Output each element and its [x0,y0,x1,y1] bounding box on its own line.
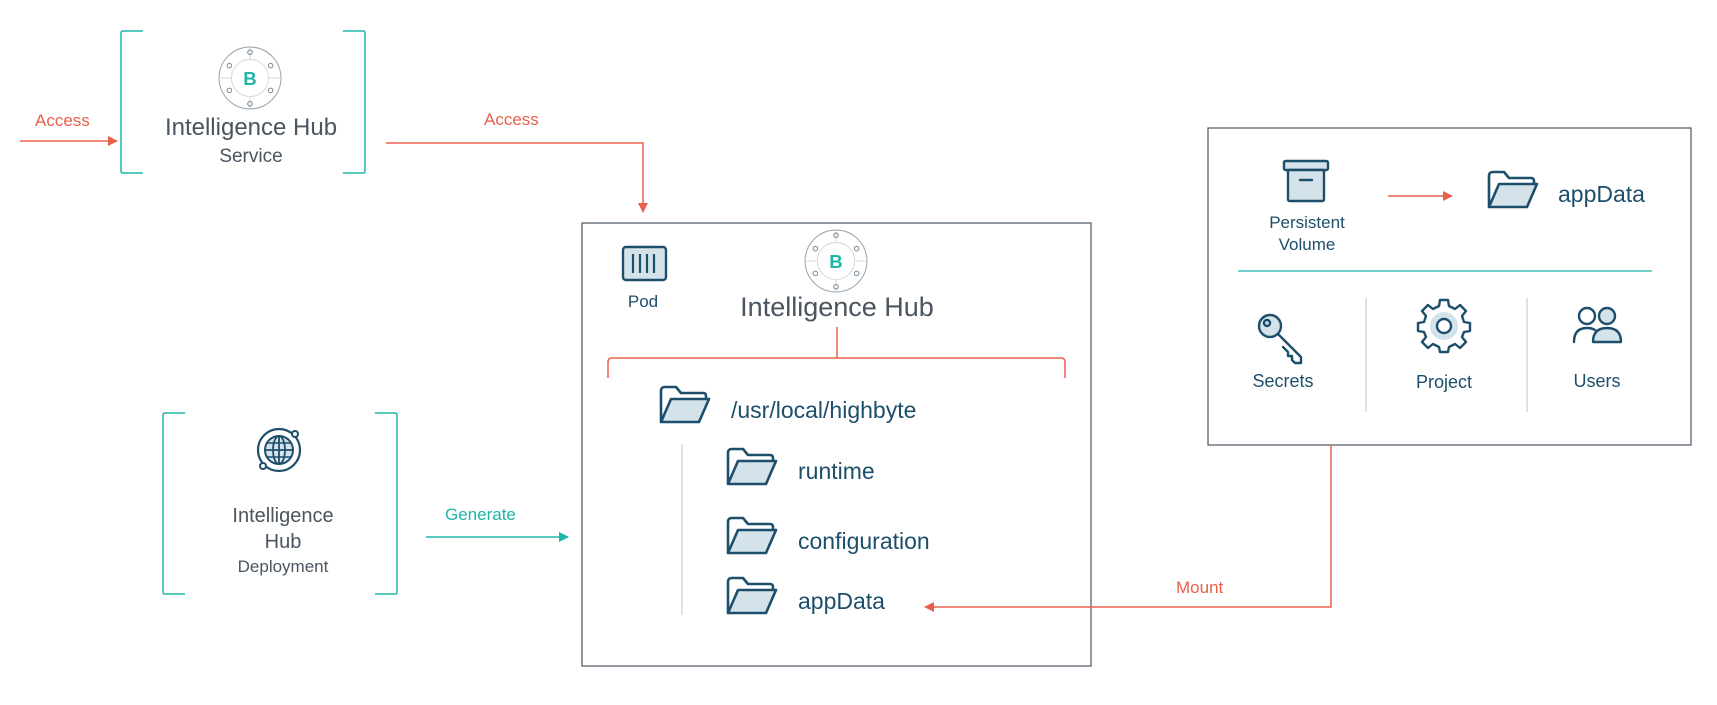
gear-icon [1416,298,1472,354]
storage-appdata-label: appData [1558,181,1645,207]
service-subtitle: Service [219,146,283,167]
storage-box [1207,127,1692,446]
configuration-folder-label: configuration [798,528,930,554]
key-icon [1257,313,1303,365]
service-title: Intelligence Hub [164,114,338,141]
generate-label: Generate [445,505,516,524]
archive-box-icon [1282,159,1330,203]
mount-label: Mount [1176,578,1224,597]
appdata-folder-label: appData [798,588,885,614]
pod-title: Intelligence Hub [740,292,934,322]
volume-label-line1: Persistent [1269,213,1345,232]
globe-icon [256,427,302,473]
secrets-label: Secrets [1252,371,1314,391]
root-folder-label: /usr/local/highbyte [731,397,917,423]
container-icon [621,245,668,282]
service-logo-icon [218,46,282,110]
pod-logo-icon [804,229,868,293]
pod-brace [607,327,1066,378]
access-out-label: Access [484,110,539,129]
users-label: Users [1573,371,1621,391]
deployment-brackets [162,412,398,595]
deployment-subtitle: Deployment [237,557,329,576]
access-out-arrow [386,142,648,213]
service-brackets [120,30,366,174]
users-icon [1572,306,1623,344]
pod-box [581,222,1092,667]
runtime-folder-label: runtime [798,458,875,484]
access-in-label: Access [35,111,90,130]
deployment-title-line2: Hub [264,531,302,553]
project-label: Project [1415,372,1473,392]
volume-label-line2: Volume [1278,235,1336,254]
mount-arrow [924,445,1332,612]
pod-label: Pod [627,292,659,311]
deployment-title-line1: Intelligence [232,505,334,527]
